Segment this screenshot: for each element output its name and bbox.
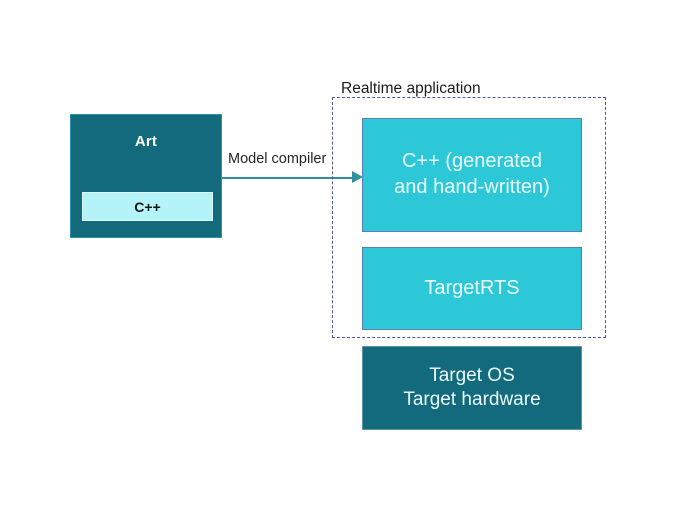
model-compiler-label: Model compiler bbox=[228, 151, 327, 167]
realtime-application-container bbox=[332, 97, 606, 338]
generated-cpp-label: C++ (generated and hand-written) bbox=[386, 149, 558, 200]
target-platform-label-line1: Target OS bbox=[429, 364, 515, 386]
generated-cpp-box[interactable]: C++ (generated and hand-written) bbox=[362, 118, 582, 232]
target-platform-label: Target OS Target hardware bbox=[395, 364, 548, 413]
target-platform-box[interactable]: Target OS Target hardware bbox=[362, 346, 582, 430]
art-model-box[interactable]: Art C++ bbox=[70, 114, 222, 238]
art-cpp-inner-label: C++ bbox=[134, 198, 161, 215]
realtime-application-title: Realtime application bbox=[341, 80, 481, 97]
arrow-right-icon bbox=[352, 171, 363, 183]
target-rts-label: TargetRTS bbox=[424, 276, 520, 299]
art-cpp-inner-box[interactable]: C++ bbox=[82, 192, 213, 221]
model-compiler-arrow-line bbox=[222, 177, 355, 179]
target-rts-box[interactable]: TargetRTS bbox=[362, 247, 582, 330]
art-model-label: Art bbox=[134, 133, 158, 150]
target-platform-label-line2: Target hardware bbox=[403, 389, 541, 410]
generated-cpp-label-line1: C++ (generated bbox=[401, 150, 543, 173]
generated-cpp-label-line2: and hand-written) bbox=[394, 176, 550, 198]
